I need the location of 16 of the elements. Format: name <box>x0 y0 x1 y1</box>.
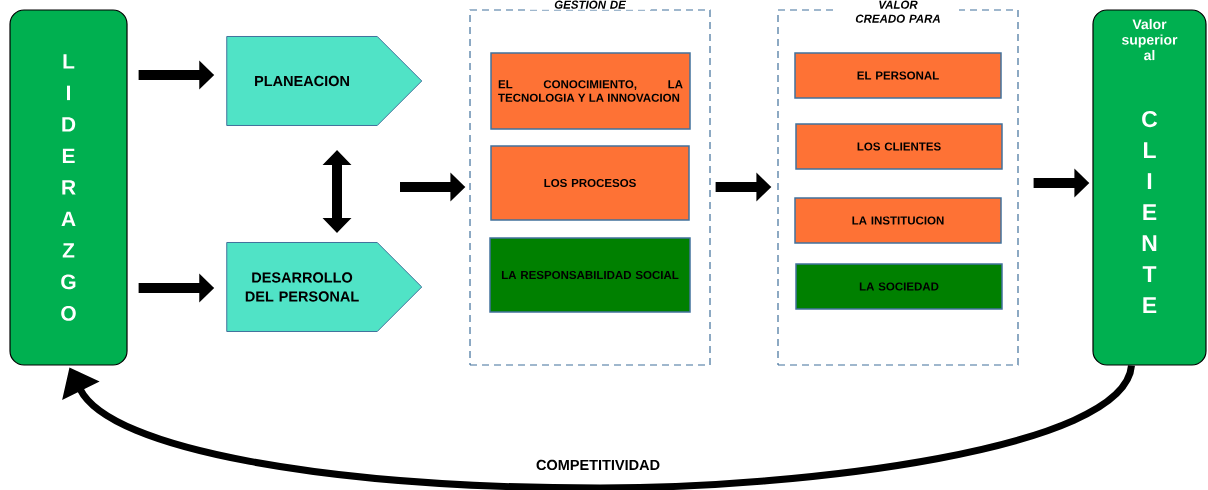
curved-arrow <box>62 364 1135 490</box>
process-box: LA INSTITUCION <box>794 197 1002 244</box>
node-label: VALOR <box>879 0 918 9</box>
node-label: GESTION DE <box>554 0 627 9</box>
pentagon-arrow-box: PLANEACION <box>226 36 423 126</box>
edge-label: COMPETITIVIDAD <box>534 457 663 473</box>
pillar-box: Valor superior al C L I E N T E <box>1092 9 1207 366</box>
process-box: LA RESPONSABILIDAD SOCIAL <box>489 237 691 313</box>
process-box: EL CONOCIMIENTO, LA TECNOLOGIA Y LA INNOVACION <box>490 52 691 130</box>
pillar-box: L I D E R A Z G O <box>9 9 128 366</box>
process-box: LA SOCIEDAD <box>795 263 1003 310</box>
process-box: LOS PROCESOS <box>490 145 690 221</box>
block-arrow <box>322 150 352 233</box>
process-box: LOS CLIENTES <box>795 123 1003 170</box>
process-box: EL PERSONAL <box>794 52 1002 99</box>
pentagon-arrow-box: DESARROLLO DEL PERSONAL <box>226 242 423 332</box>
